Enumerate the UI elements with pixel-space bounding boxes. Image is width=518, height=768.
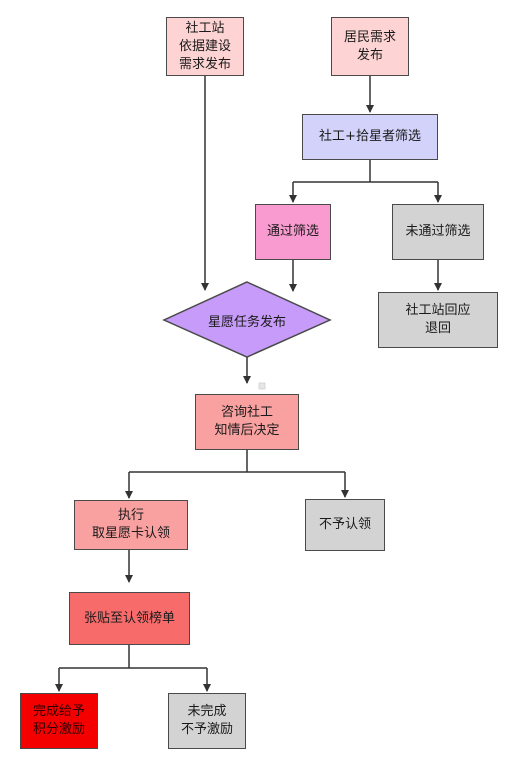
node-station-publish: 社工站 依据建设 需求发布	[166, 17, 244, 76]
node-post-board: 张贴至认领榜单	[69, 592, 190, 645]
node-failed: 未通过筛选	[392, 204, 484, 260]
node-complete-reward: 完成给予 积分激励	[20, 693, 98, 749]
node-wish-publish-label: 星愿任务发布	[207, 314, 286, 330]
node-passed: 通过筛选	[255, 204, 331, 260]
placeholder-icon	[258, 382, 266, 390]
node-resident-need: 居民需求 发布	[331, 17, 409, 76]
wish-publish-diamond	[162, 281, 332, 358]
node-screening: 社工+拾星者筛选	[302, 114, 438, 160]
node-consult: 咨询社工 知情后决定	[195, 394, 299, 450]
node-execute: 执行 取星愿卡认领	[74, 500, 188, 550]
node-station-reply: 社工站回应 退回	[378, 292, 498, 348]
node-not-claim: 不予认领	[305, 499, 385, 551]
node-not-complete: 未完成 不予激励	[168, 693, 246, 749]
